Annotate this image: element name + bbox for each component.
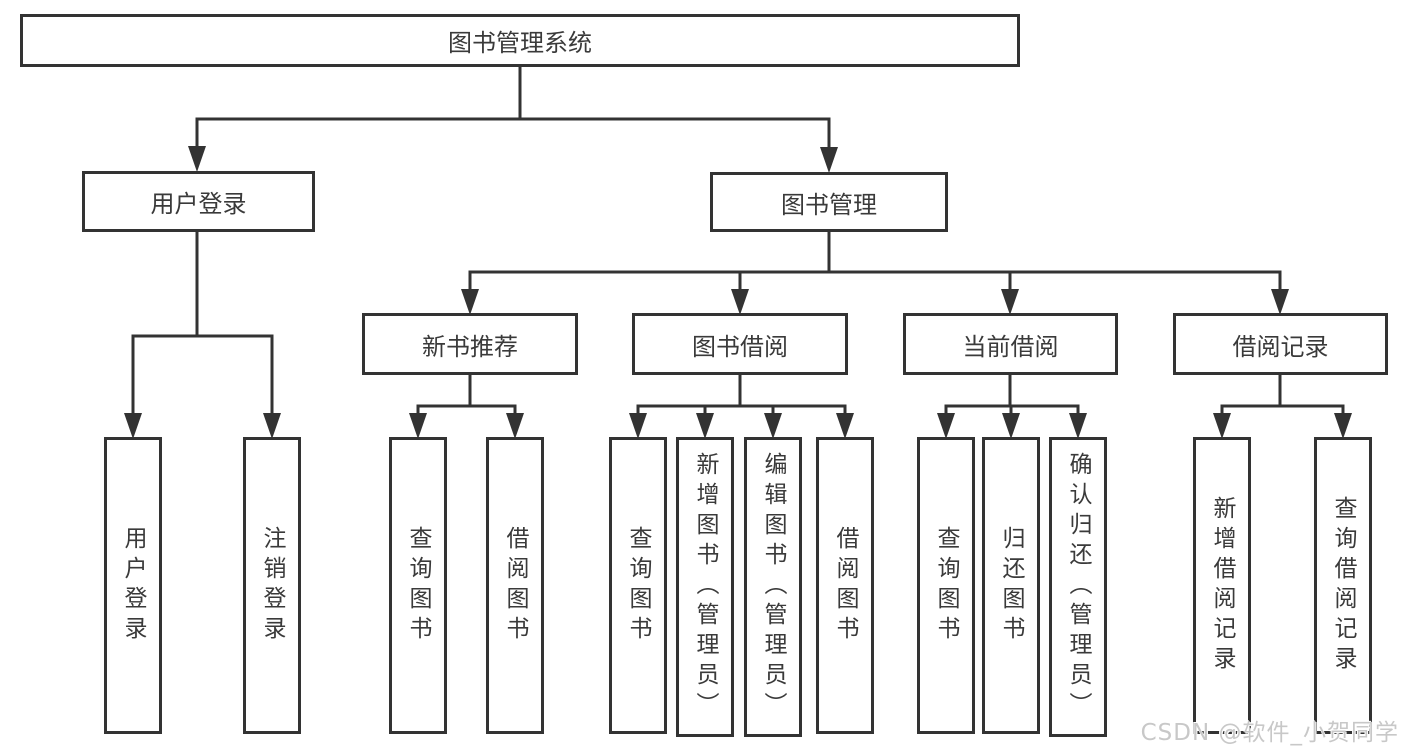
node-user-login: 用户登录 [82,171,315,232]
node-borrow-books-leaf: 借阅图书 [816,437,874,734]
node-current-borrowing: 当前借阅 [903,313,1118,375]
node-edit-books-admin: 编辑图书（管理员） [744,437,802,737]
node-add-books-admin: 新增图书（管理员） [676,437,734,737]
node-confirm-return-admin: 确认归还（管理员） [1049,437,1107,737]
watermark: CSDN @软件_小贺同学 [1140,720,1399,746]
node-logout-leaf: 注销登录 [243,437,301,734]
node-query-books-borrowing: 查询图书 [609,437,667,734]
node-query-books-current: 查询图书 [917,437,975,734]
node-borrow-books-recommend: 借阅图书 [486,437,544,734]
node-book-borrowing: 图书借阅 [632,313,848,375]
node-library-system: 图书管理系统 [20,14,1020,67]
node-add-borrow-record: 新增借阅记录 [1193,437,1251,734]
node-query-borrow-record: 查询借阅记录 [1314,437,1372,734]
node-book-management: 图书管理 [710,172,948,232]
node-new-book-recommend: 新书推荐 [362,313,578,375]
node-user-login-leaf: 用户登录 [104,437,162,734]
node-return-books: 归还图书 [982,437,1040,734]
node-query-books-recommend: 查询图书 [389,437,447,734]
node-borrowing-records: 借阅记录 [1173,313,1388,375]
